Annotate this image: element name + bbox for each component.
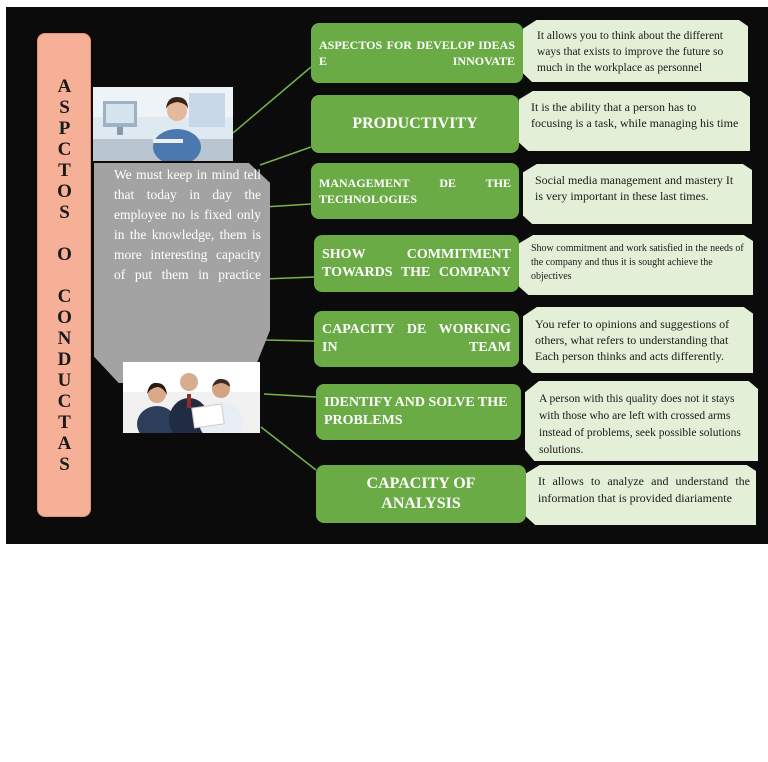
- aspect-item-3-description-text: Social media management and mastery It i…: [535, 172, 744, 204]
- connector-line-2: [260, 147, 311, 165]
- connector-line-6: [264, 394, 316, 397]
- aspect-item-3-description: Social media management and mastery It i…: [523, 164, 752, 224]
- office-woman-photo: [93, 87, 233, 161]
- aspect-item-7-title-text: CAPACITY OF ANALYSIS: [330, 474, 512, 514]
- aspect-item-5-description: You refer to opinions and suggestions of…: [523, 307, 753, 373]
- aspect-item-2-description: It is the ability that a person has to f…: [519, 91, 750, 151]
- aspect-item-4-title: SHOW COMMITMENT TOWARDS THE COMPANY: [314, 235, 519, 292]
- aspect-item-4-title-text: SHOW COMMITMENT TOWARDS THE COMPANY: [322, 246, 511, 282]
- aspect-item-5-title: CAPACITY DE WORKING IN TEAM: [314, 311, 519, 367]
- aspect-item-1-description-text: It allows you to think about the differe…: [537, 28, 740, 76]
- diagram-canvas: ASPCTOS O CONDUCTAS We must keep in mind…: [6, 7, 768, 544]
- aspect-item-6-title-text: IDENTIFY AND SOLVE THE PROBLEMS: [324, 394, 513, 430]
- aspect-item-6-title: IDENTIFY AND SOLVE THE PROBLEMS: [316, 384, 521, 440]
- aspect-item-3-title: MANAGEMENT DE THE TECHNOLOGIES: [311, 163, 519, 219]
- aspect-item-2-description-text: It is the ability that a person has to f…: [531, 99, 740, 131]
- aspect-item-4-description: Show commitment and work satisfied in th…: [519, 235, 753, 295]
- connector-line-5: [264, 340, 314, 341]
- aspect-item-6-description-text: A person with this quality does not it s…: [539, 391, 750, 459]
- team-meeting-photo: [123, 362, 260, 433]
- aspect-item-7-description: It allows to analyze and understand the …: [526, 465, 756, 525]
- connector-line-3: [264, 204, 311, 207]
- aspect-item-3-title-text: MANAGEMENT DE THE TECHNOLOGIES: [319, 175, 511, 207]
- aspect-item-5-title-text: CAPACITY DE WORKING IN TEAM: [322, 321, 511, 357]
- connector-line-4: [264, 277, 314, 279]
- intro-text: We must keep in mind tell that today in …: [114, 165, 261, 369]
- aspect-item-4-description-text: Show commitment and work satisfied in th…: [531, 242, 747, 284]
- aspect-item-7-title: CAPACITY OF ANALYSIS: [316, 465, 526, 523]
- connector-line-7: [261, 427, 316, 470]
- connector-line-1: [233, 67, 311, 133]
- aspect-item-5-description-text: You refer to opinions and suggestions of…: [535, 316, 747, 364]
- aspect-item-2-title-text: PRODUCTIVITY: [319, 115, 511, 133]
- aspect-item-2-title: PRODUCTIVITY: [311, 95, 519, 153]
- aspect-item-1-title: ASPECTOS FOR DEVELOP IDEAS E INNOVATE: [311, 23, 523, 83]
- aspect-item-1-title-text: ASPECTOS FOR DEVELOP IDEAS E INNOVATE: [319, 37, 515, 69]
- aspect-item-7-description-text: It allows to analyze and understand the …: [538, 473, 750, 507]
- aspect-item-6-description: A person with this quality does not it s…: [525, 381, 758, 461]
- aspect-item-1-description: It allows you to think about the differe…: [523, 20, 748, 82]
